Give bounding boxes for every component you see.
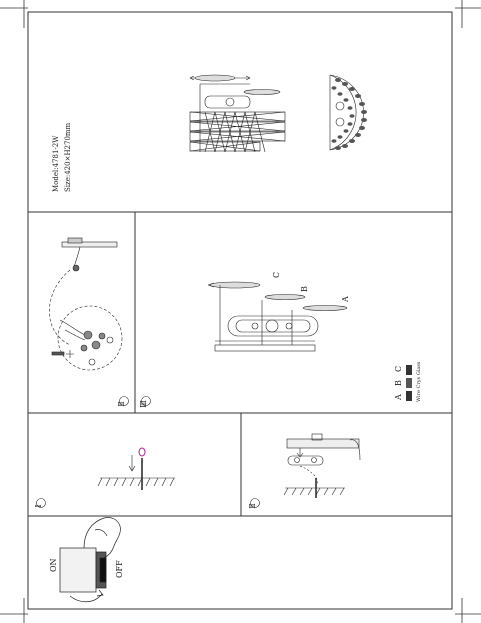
- wiring-panel: [49, 237, 123, 371]
- wiring-step-circle: [119, 396, 129, 406]
- legend-label-a: A: [394, 394, 403, 401]
- product-panel: Model:4781-2W Size:420×H270mm: [52, 74, 367, 192]
- model-text: Model:4781-2W: [52, 135, 60, 192]
- assembly-step-circle: [141, 396, 151, 406]
- assembly-step-number: Ⅲ: [139, 400, 148, 408]
- crystal-label-a: A: [341, 296, 350, 303]
- wiring-step-number: Ⅱ: [117, 401, 126, 406]
- drill-step-circle: [36, 498, 46, 508]
- legend-swatch-c: [406, 365, 412, 375]
- panel-grid: [27, 11, 453, 610]
- legend-swatch-b: [406, 378, 412, 388]
- crystal-label-b: B: [300, 286, 309, 292]
- legend-label-b: B: [394, 380, 403, 386]
- assembly-panel: [207, 281, 348, 352]
- bracket-step-circle: [250, 498, 260, 508]
- drill-step-number: Ⅰ: [34, 504, 43, 507]
- size-text: Size:420×H270mm: [64, 122, 72, 192]
- bracket-step-number: Ⅱ: [248, 503, 257, 508]
- legend-swatch-a: [406, 391, 412, 401]
- drill-panel: [97, 447, 175, 490]
- crystal-label-c: C: [272, 272, 281, 278]
- bracket-panel: [283, 433, 361, 498]
- switch-on-label: ON: [49, 558, 58, 572]
- parts-legend: A B C Wire Crys Glass: [394, 361, 422, 402]
- switch-panel: [59, 517, 121, 603]
- legend-caption: Wire Crys Glass: [416, 361, 422, 402]
- front-view-drawing: [189, 74, 286, 153]
- side-view-drawing: [329, 74, 367, 151]
- switch-off-label: OFF: [115, 560, 124, 578]
- legend-label-c: C: [394, 366, 403, 372]
